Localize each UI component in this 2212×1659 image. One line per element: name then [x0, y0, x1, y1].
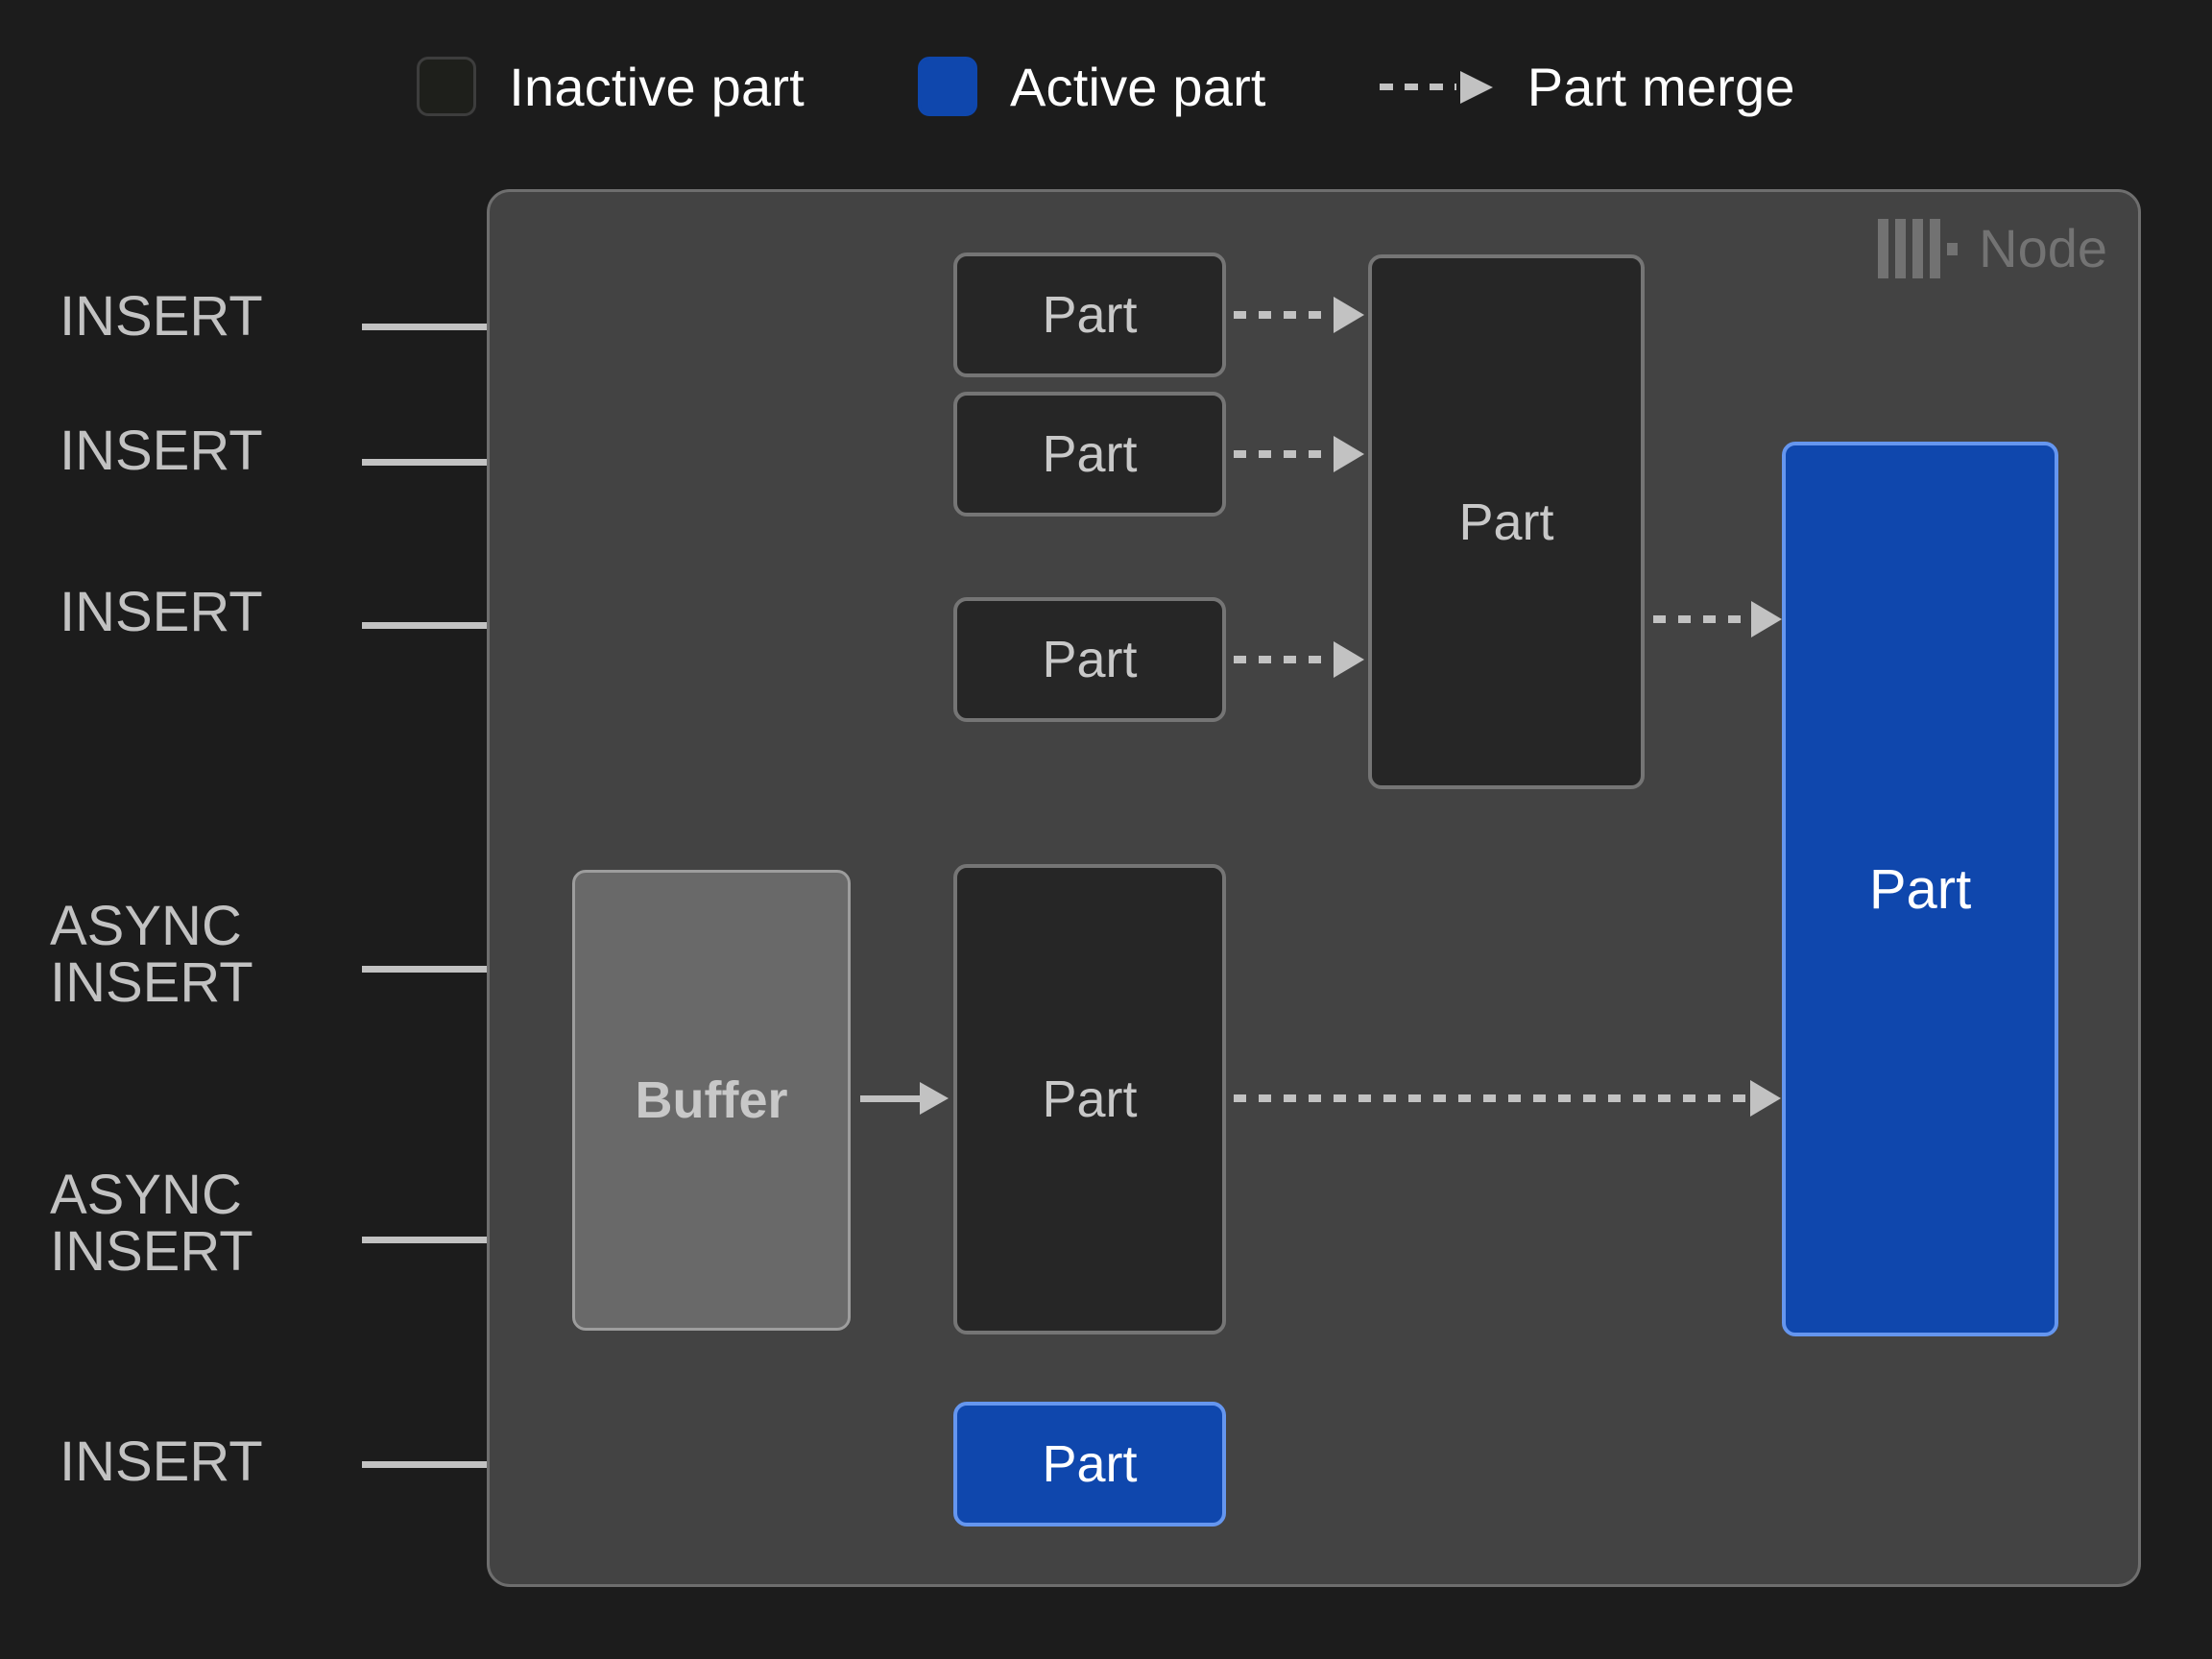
logo-bar	[1930, 219, 1941, 278]
insert-part-box-label: Part	[1042, 1435, 1138, 1493]
final-part-box[interactable]: Part	[1782, 442, 2058, 1336]
merged-part-box-label: Part	[1458, 493, 1554, 551]
input-label-insert-1: INSERT	[60, 285, 263, 348]
input-label-insert-2: INSERT	[60, 420, 263, 482]
merge-arrow-merged-to-final	[1653, 601, 1782, 637]
active-part-swatch-icon	[917, 57, 977, 116]
part-box-3-label: Part	[1042, 631, 1138, 688]
inactive-part-swatch-icon	[417, 57, 477, 116]
buffer-part-box[interactable]: Part	[953, 864, 1226, 1334]
logo-dot	[1947, 243, 1959, 255]
insert-part-box[interactable]: Part	[953, 1402, 1226, 1527]
arrowhead-icon	[1459, 71, 1493, 104]
legend-label-inactive-part: Inactive part	[509, 56, 805, 117]
legend-label-part-merge: Part merge	[1527, 56, 1795, 117]
part-box-1[interactable]: Part	[953, 252, 1226, 377]
logo-bar	[1895, 219, 1907, 278]
merge-arrow-part-1-to-merged	[1234, 297, 1364, 333]
buffer-part-box-label: Part	[1042, 1070, 1138, 1128]
input-label-async-insert-2: ASYNC INSERT	[50, 1164, 253, 1284]
merge-arrow-buffer-part-to-final	[1234, 1080, 1781, 1117]
legend: Inactive part Active part Part merge	[0, 38, 2212, 134]
input-label-insert-3: INSERT	[60, 581, 263, 643]
input-label-async-insert-1: ASYNC INSERT	[50, 895, 253, 1015]
legend-item-part-merge: Part merge	[1379, 56, 1795, 118]
logo-bar	[1912, 219, 1924, 278]
dashed-line-segment	[1379, 84, 1456, 90]
part-box-2[interactable]: Part	[953, 392, 1226, 517]
node-header: Node	[1878, 219, 2107, 278]
buffer-box-label: Buffer	[635, 1071, 788, 1129]
part-box-2-label: Part	[1042, 425, 1138, 483]
merge-arrow-part-2-to-merged	[1234, 436, 1364, 472]
legend-item-active-part: Active part	[917, 56, 1266, 118]
part-box-1-label: Part	[1042, 286, 1138, 344]
legend-label-active-part: Active part	[1009, 56, 1266, 117]
merged-part-box[interactable]: Part	[1368, 254, 1645, 789]
dashed-arrow-icon	[1379, 67, 1495, 106]
final-part-box-label: Part	[1868, 857, 1972, 921]
arrow-buffer-to-buffer-part	[860, 1082, 949, 1115]
buffer-box[interactable]: Buffer	[572, 870, 851, 1331]
clickhouse-logo-icon	[1878, 219, 1959, 278]
logo-bar	[1878, 219, 1889, 278]
node-title: Node	[1979, 218, 2107, 278]
legend-item-inactive-part: Inactive part	[417, 56, 805, 118]
input-label-insert-4: INSERT	[60, 1431, 263, 1493]
part-box-3[interactable]: Part	[953, 597, 1226, 722]
merge-arrow-part-3-to-merged	[1234, 641, 1364, 678]
